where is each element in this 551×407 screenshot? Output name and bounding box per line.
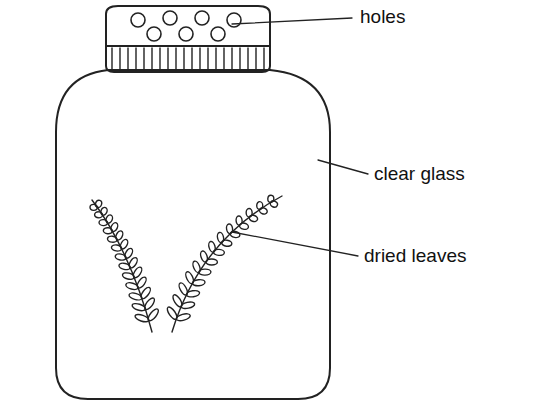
lid-rim [106,45,270,47]
leaves-label: dried leaves [362,245,468,267]
lid-ridges [112,48,264,70]
glass-label: clear glass [372,163,467,185]
holes-label: holes [358,6,407,28]
dried-leaves-drawing [90,195,282,332]
jar-neck [108,69,270,71]
leader-lines [232,18,368,256]
jar-body [56,70,330,399]
lid-holes [131,11,241,41]
jar-lid [106,6,270,72]
